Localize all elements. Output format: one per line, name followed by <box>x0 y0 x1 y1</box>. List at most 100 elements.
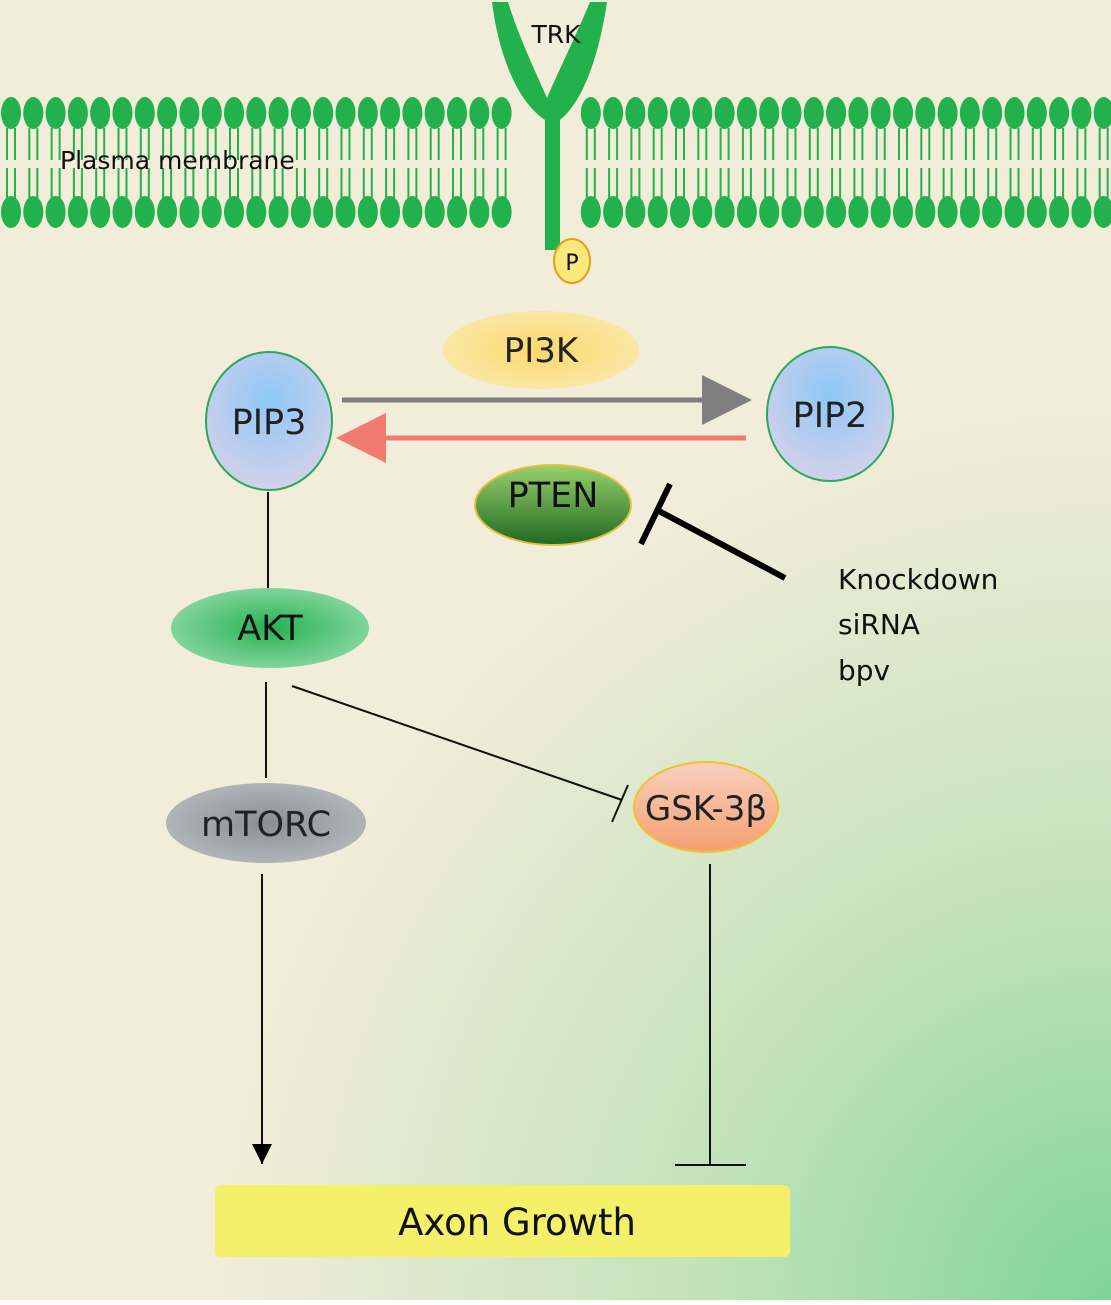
akt-node <box>171 588 369 668</box>
plasma-membrane <box>1 97 1111 228</box>
lipid-head <box>1 196 21 228</box>
lipid-head <box>90 97 111 129</box>
pten-label: PTEN <box>508 476 599 516</box>
pten-inhibition-line <box>655 507 787 581</box>
lipid-head <box>67 196 88 228</box>
lipid-head <box>90 196 111 228</box>
lipid-head <box>23 97 44 129</box>
lipid-head <box>1093 97 1111 129</box>
lipid-head <box>45 196 66 228</box>
lipid-head <box>112 97 133 129</box>
lipid-head <box>714 97 735 129</box>
lipid-head <box>893 196 913 228</box>
pten-inhibition-bar <box>638 482 673 546</box>
lipid-head <box>491 97 512 129</box>
lipid-head <box>580 196 601 228</box>
lipid-head <box>781 196 802 228</box>
lipid-head <box>736 196 757 228</box>
lipid-head <box>313 196 334 228</box>
lipid-head <box>447 196 467 228</box>
lipid-head <box>112 196 133 228</box>
lipid-head <box>759 196 780 228</box>
lipid-head <box>424 97 445 129</box>
lipid-head <box>1 97 21 129</box>
lipid-head <box>380 196 401 228</box>
lipid-head <box>402 196 423 228</box>
lipid-head <box>647 97 668 129</box>
lipid-head <box>848 196 869 228</box>
lipid-head <box>157 196 178 228</box>
lipid-head <box>759 97 780 129</box>
lipid-head <box>335 97 356 129</box>
lipid-head <box>23 196 44 228</box>
pip2-label: PIP2 <box>793 396 868 436</box>
lipid-head <box>290 196 311 228</box>
lipid-head <box>915 97 936 129</box>
lipid-head <box>1049 97 1070 129</box>
lipid-head <box>246 196 267 228</box>
lipid-head <box>781 97 802 129</box>
lipid-head <box>1004 196 1025 228</box>
lipid-head <box>357 97 378 129</box>
pip3-node <box>205 351 333 491</box>
akt-gsk3b-inhibition-line <box>291 685 623 801</box>
lipid-head <box>157 97 178 129</box>
inhibitor-bpv: bpv <box>838 654 890 687</box>
lipid-head <box>402 97 423 129</box>
pi3k-node <box>443 311 639 389</box>
lipid-head <box>1071 196 1092 228</box>
akt-gsk3b-inhibition-bar <box>611 784 629 823</box>
lipid-head <box>469 97 490 129</box>
lipid-head <box>603 196 624 228</box>
lipid-head <box>1026 97 1047 129</box>
lipid-head <box>268 97 289 129</box>
lipid-head <box>224 196 244 228</box>
mtorc-label: mTORC <box>201 805 331 845</box>
axon-growth-box <box>215 1185 790 1257</box>
mtorc-node <box>166 783 366 863</box>
lipid-head <box>1004 97 1025 129</box>
lipid-head <box>692 97 713 129</box>
inhibitor-sirna: siRNA <box>838 608 920 641</box>
lipid-head <box>1026 196 1047 228</box>
lipid-head <box>201 97 222 129</box>
inhibitor-knockdown: Knockdown <box>838 563 998 596</box>
lipid-head <box>1093 196 1111 228</box>
lipid-head <box>491 196 512 228</box>
pi3k-label: PI3K <box>504 331 580 371</box>
lipid-head <box>714 196 735 228</box>
lipid-head <box>959 97 980 129</box>
pten-node <box>474 464 632 546</box>
lipid-head <box>380 97 401 129</box>
lipid-head <box>803 97 824 129</box>
lipid-head <box>647 196 668 228</box>
lipid-head <box>982 196 1003 228</box>
lipid-head <box>134 97 155 129</box>
lipid-head <box>1049 196 1070 228</box>
lipid-head <box>826 196 847 228</box>
lipid-head <box>670 196 690 228</box>
lipid-head <box>67 97 88 129</box>
lipid-head <box>603 97 624 129</box>
lipid-head <box>915 196 936 228</box>
lipid-head <box>290 97 311 129</box>
axon-growth-label: Axon Growth <box>398 1201 636 1244</box>
lipid-head <box>1071 97 1092 129</box>
lipid-head <box>937 196 958 228</box>
lipid-head <box>736 97 757 129</box>
gsk3b-node <box>633 761 779 853</box>
lipid-head <box>848 97 869 129</box>
lipid-head <box>870 97 891 129</box>
lipid-head <box>313 97 334 129</box>
lipid-head <box>826 97 847 129</box>
lipid-head <box>179 196 200 228</box>
lipid-head <box>803 196 824 228</box>
lipid-head <box>469 196 490 228</box>
lipid-head <box>134 196 155 228</box>
lipid-head <box>937 97 958 129</box>
lipid-head <box>335 196 356 228</box>
lipid-head <box>625 97 646 129</box>
trk-receptor <box>492 2 607 250</box>
lipid-head <box>357 196 378 228</box>
